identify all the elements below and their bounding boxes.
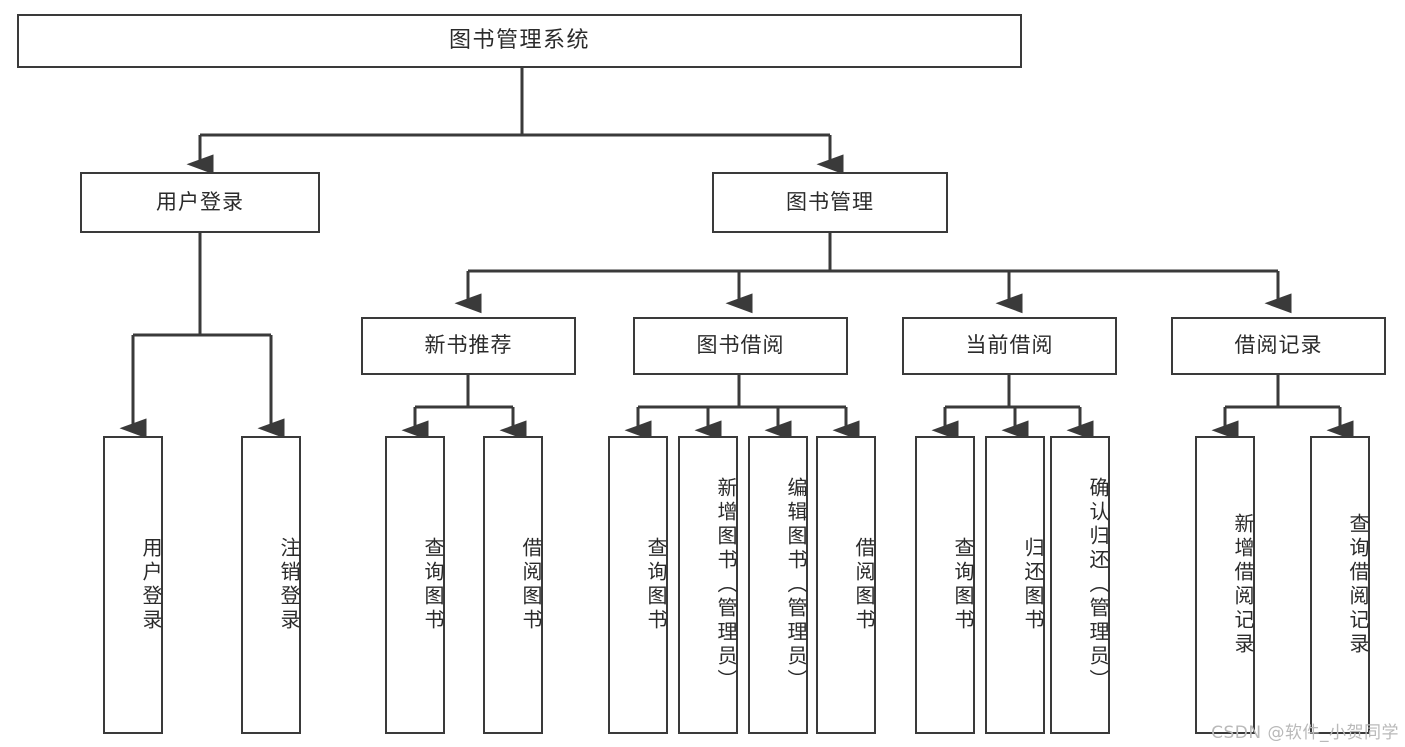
- node-label: 编辑图书（管理员）: [784, 477, 808, 693]
- leaf-add-borrow-record[interactable]: 新增借阅记录: [1195, 436, 1255, 734]
- node-current-borrow[interactable]: 当前借阅: [902, 317, 1117, 375]
- node-root-book-management-system[interactable]: 图书管理系统: [17, 14, 1022, 68]
- node-book-management[interactable]: 图书管理: [712, 172, 948, 233]
- node-book-borrow[interactable]: 图书借阅: [633, 317, 848, 375]
- node-label: 图书管理: [786, 189, 874, 214]
- node-label: 确认归还（管理员）: [1086, 477, 1110, 693]
- node-label: 图书管理系统: [448, 27, 590, 53]
- node-label: 借阅记录: [1234, 333, 1323, 358]
- node-borrow-record[interactable]: 借阅记录: [1171, 317, 1386, 375]
- leaf-return-book[interactable]: 归还图书: [985, 436, 1045, 734]
- node-label: 用户登录: [156, 189, 244, 214]
- leaf-add-book-admin[interactable]: 新增图书（管理员）: [678, 436, 738, 734]
- leaf-query-book-borrow[interactable]: 查询图书: [608, 436, 668, 734]
- leaf-borrow-book-recommend[interactable]: 借阅图书: [483, 436, 543, 734]
- node-label: 查询借阅记录: [1346, 513, 1370, 657]
- leaf-query-book-recommend[interactable]: 查询图书: [385, 436, 445, 734]
- node-label: 归还图书: [1021, 537, 1045, 633]
- node-new-book-recommend[interactable]: 新书推荐: [361, 317, 576, 375]
- node-label: 借阅图书: [519, 537, 543, 633]
- node-label: 查询图书: [951, 537, 975, 633]
- node-label: 新增图书（管理员）: [714, 477, 738, 693]
- node-label: 查询图书: [644, 537, 668, 633]
- leaf-borrow-book[interactable]: 借阅图书: [816, 436, 876, 734]
- node-label: 注销登录: [277, 537, 301, 633]
- node-label: 新书推荐: [424, 333, 513, 358]
- leaf-edit-book-admin[interactable]: 编辑图书（管理员）: [748, 436, 808, 734]
- node-label: 图书借阅: [696, 333, 785, 358]
- node-label: 当前借阅: [965, 333, 1054, 358]
- leaf-logout[interactable]: 注销登录: [241, 436, 301, 734]
- node-user-login[interactable]: 用户登录: [80, 172, 320, 233]
- node-label: 新增借阅记录: [1231, 513, 1255, 657]
- leaf-confirm-return-admin[interactable]: 确认归还（管理员）: [1050, 436, 1110, 734]
- leaf-query-book-current[interactable]: 查询图书: [915, 436, 975, 734]
- node-label: 借阅图书: [852, 537, 876, 633]
- node-label: 查询图书: [421, 537, 445, 633]
- leaf-query-borrow-record[interactable]: 查询借阅记录: [1310, 436, 1370, 734]
- leaf-user-login[interactable]: 用户登录: [103, 436, 163, 734]
- watermark-text: CSDN @软件_小贺同学: [1211, 723, 1399, 743]
- node-label: 用户登录: [139, 537, 163, 633]
